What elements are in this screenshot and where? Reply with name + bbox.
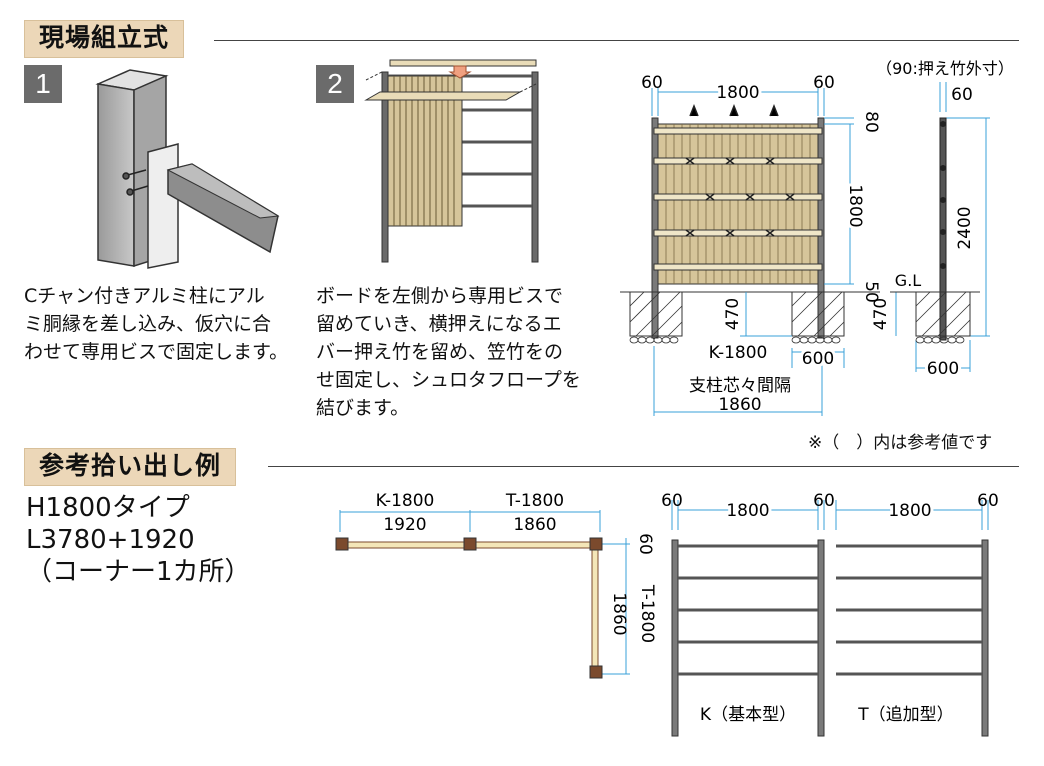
plan-t-label: T-1800	[505, 491, 564, 511]
example-corner: （コーナー1カ所）	[26, 557, 251, 587]
front-elevation: 60 1800 60 80 1800 50	[620, 73, 891, 416]
k-frame-label: K（基本型）	[700, 705, 796, 725]
plan-post-4	[589, 665, 603, 679]
front-top-dim: 80	[861, 111, 881, 133]
plan-side-pitch: 1860	[609, 592, 629, 635]
plan-t-pitch: 1860	[513, 515, 556, 535]
arrow-down-icon	[448, 65, 472, 79]
example-type: H1800タイプ	[26, 493, 190, 523]
side-foundation: 600	[927, 359, 959, 379]
front-left-margin: 60	[641, 73, 663, 93]
example-spec: H1800タイプ L3780+1920 （コーナー1カ所）	[26, 492, 251, 588]
front-depth-left: 470	[723, 298, 743, 330]
t-frame-label: T（追加型）	[857, 705, 953, 725]
right-post	[817, 117, 825, 339]
plan-post-3	[589, 537, 603, 551]
left-post	[651, 117, 659, 339]
section-rule-example	[268, 466, 1019, 467]
step-2-number: 2	[316, 65, 354, 103]
section-rule-assembly	[214, 40, 1019, 41]
t-right: 60	[977, 491, 999, 511]
section-title-assembly: 現場組立式	[24, 20, 185, 58]
foundations	[629, 291, 845, 337]
c-channel	[147, 143, 179, 269]
side-thickness: 60	[951, 85, 973, 105]
step-1-number: 1	[24, 65, 62, 103]
k-left: 60	[661, 491, 683, 511]
step-2-illustration	[364, 59, 539, 263]
side-note: （90:押え竹外寸）	[876, 59, 1014, 78]
front-foundation: 600	[802, 349, 834, 369]
step-2-text: ボードを左側から専用ビスで 留めていき、横押えになるエ バー押え竹を留め、笠竹を…	[316, 285, 581, 419]
plan-k-label: K-1800	[376, 491, 435, 511]
press-bamboo	[364, 91, 522, 101]
top-bamboo	[389, 59, 537, 67]
plan-post-2	[463, 537, 477, 551]
plan-side-label: T-1800	[637, 584, 657, 643]
front-height-dim: 1800	[845, 184, 865, 227]
side-ground: G.L	[895, 271, 921, 290]
plan-corner: 60	[635, 533, 655, 555]
step-1-text: Cチャン付きアルミ柱にアル ミ胴縁を差し込み、仮穴に合 わせて専用ビスで固定しま…	[24, 285, 289, 363]
reference-note: ※（ ）内は参考値です	[808, 433, 993, 453]
plan-view: K-1800 1920 T-1800 1860 60 T-1800 1860	[335, 491, 657, 679]
front-depth-right: 470	[871, 298, 891, 330]
k-right: 60	[813, 491, 835, 511]
front-model: K-1800	[709, 343, 768, 363]
front-pitch-label: 支柱芯々間隔	[689, 376, 791, 396]
plan-post-1	[335, 537, 349, 551]
front-width: 1800	[716, 83, 759, 103]
k-width: 1800	[726, 501, 769, 521]
screw-icons	[122, 169, 149, 196]
side-elevation: （90:押え竹外寸） 60 2400 G.L 600	[876, 59, 1014, 382]
step-1-illustration	[95, 69, 280, 269]
section-title-example: 参考拾い出し例	[24, 448, 237, 486]
gravel	[629, 336, 841, 344]
frame-elevations: 60 1800 60 1800 60 K（基本型） T（追加型）	[661, 491, 999, 737]
plan-k-pitch: 1920	[383, 515, 426, 535]
front-right-margin: 60	[813, 73, 835, 93]
side-total-height: 2400	[955, 206, 975, 249]
front-pitch: 1860	[718, 395, 761, 415]
example-length: L3780+1920	[26, 525, 195, 555]
t-width: 1800	[888, 501, 931, 521]
